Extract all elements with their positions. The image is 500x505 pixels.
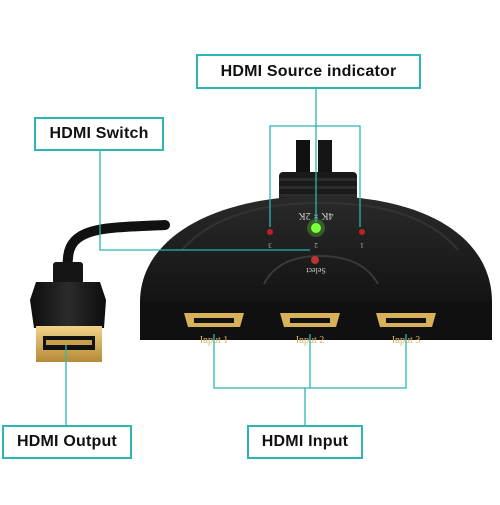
callout-label: HDMI Input xyxy=(261,433,349,450)
led-2-active xyxy=(311,223,321,233)
led-number-1: 1 xyxy=(360,241,364,249)
hdmi-port-1 xyxy=(184,313,244,327)
hdmi-output-plug xyxy=(30,262,106,362)
input-cable-bundle xyxy=(279,140,357,202)
callout-hdmi-output: HDMI Output xyxy=(2,425,132,459)
led-1 xyxy=(359,229,365,235)
callout-label: HDMI Switch xyxy=(49,125,149,142)
callout-hdmi-input: HDMI Input xyxy=(247,425,363,459)
select-button-label: Select xyxy=(305,266,325,275)
callout-label: HDMI Source indicator xyxy=(220,62,397,80)
hdmi-port-3 xyxy=(376,313,436,327)
callout-label: HDMI Output xyxy=(17,433,117,450)
callout-hdmi-source-indicator: HDMI Source indicator xyxy=(196,54,421,89)
hdmi-port-2 xyxy=(280,313,340,327)
output-cable xyxy=(61,220,170,285)
callout-hdmi-switch: HDMI Switch xyxy=(34,117,164,151)
led-number-3: 3 xyxy=(268,241,272,249)
led-number-2: 2 xyxy=(314,241,318,249)
led-3 xyxy=(267,229,273,235)
